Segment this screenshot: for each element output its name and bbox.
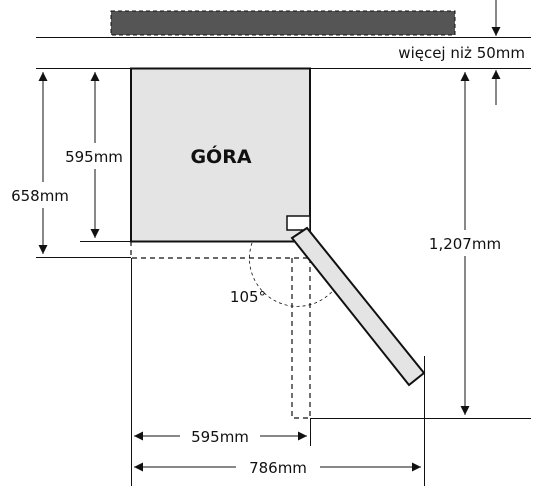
width-body-label: 595mm [191,428,249,446]
depth-total-label: 658mm [11,187,69,205]
depth-body-label: 595mm [65,148,123,166]
wall-block [110,10,456,36]
door-swing-path [291,258,311,419]
closed-door-outline [130,241,311,259]
door-angle-label: 105° [230,288,266,306]
open-door [290,226,426,387]
fridge-body [130,67,311,243]
door-swing-arc [249,242,337,307]
width-door-open-label: 786mm [249,459,307,477]
depth-door-open-label: 1,207mm [429,235,501,253]
clearance-label: więcej niż 50mm [398,44,525,62]
top-label: GÓRA [190,144,251,168]
